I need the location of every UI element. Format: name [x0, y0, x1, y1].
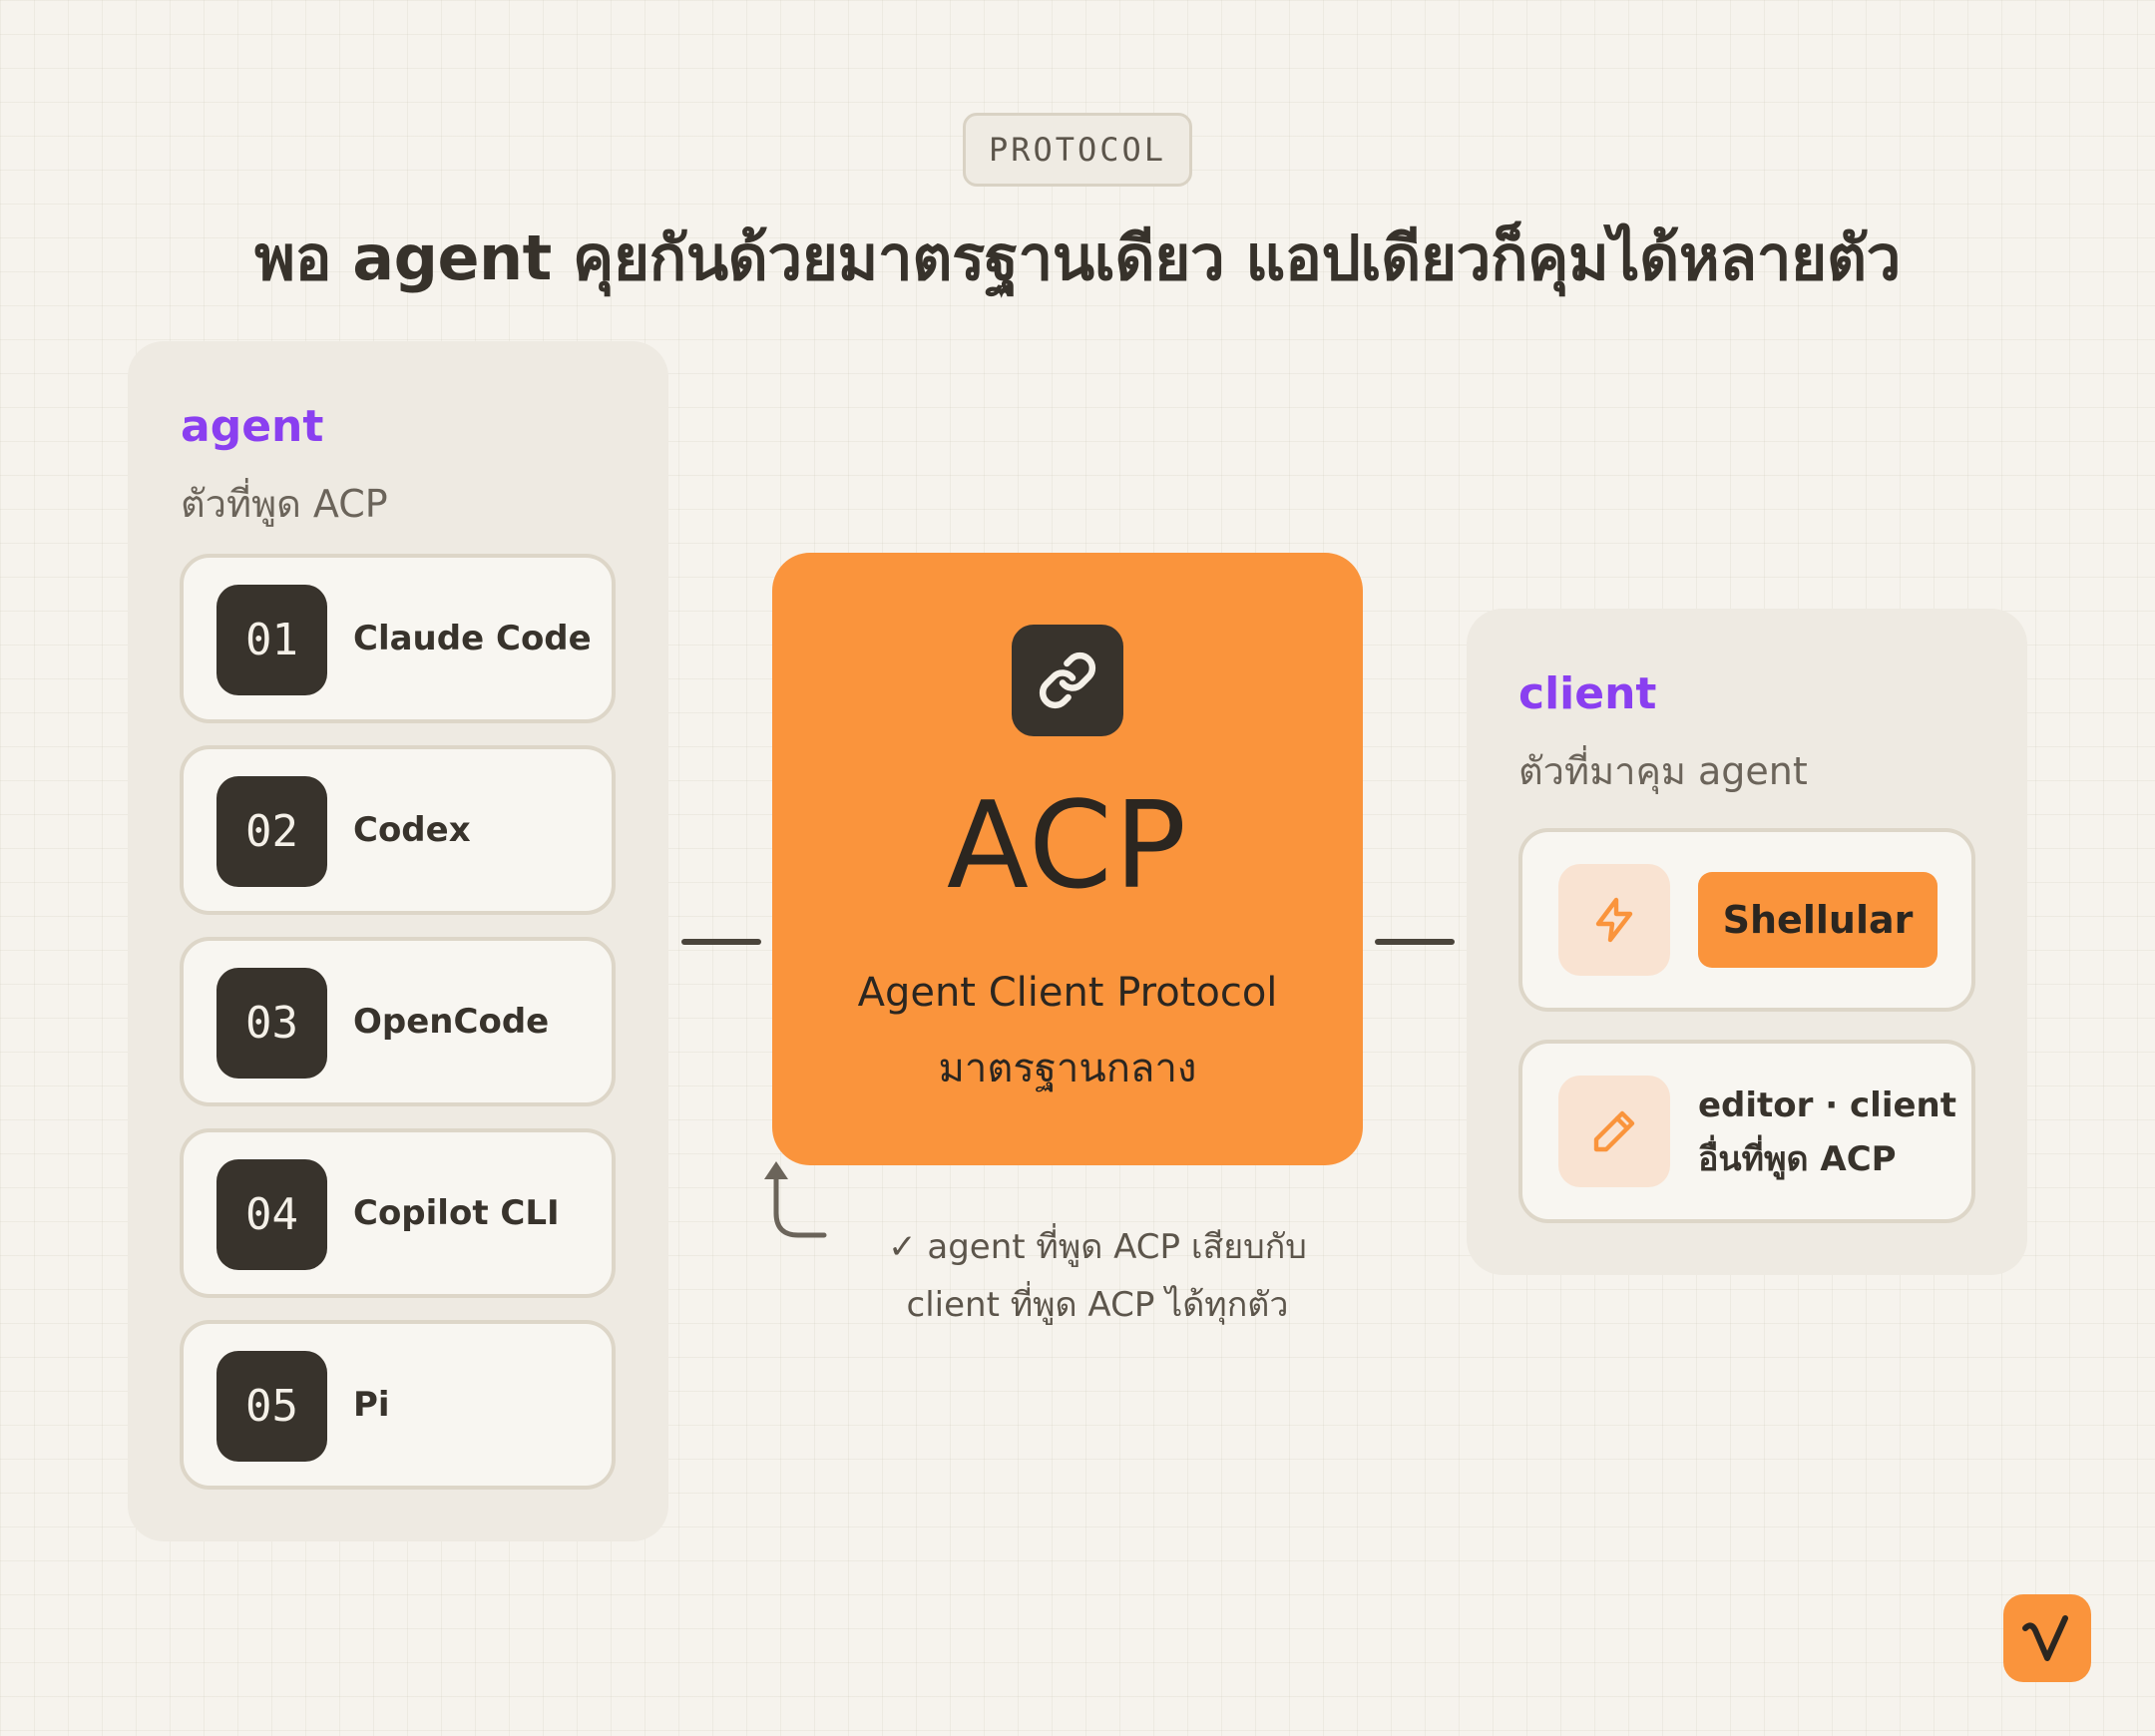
- pencil-icon: [1558, 1076, 1670, 1187]
- return-arrow-icon: [764, 1161, 827, 1238]
- client-card-other-editors[interactable]: editor · client อื่นที่พูด ACP: [1518, 1040, 1975, 1223]
- agent-panel-subtitle: ตัวที่พูด ACP: [181, 482, 388, 526]
- agent-name: Claude Code: [353, 619, 592, 658]
- agent-name: Pi: [353, 1385, 390, 1425]
- agent-number: 02: [216, 776, 327, 887]
- agent-panel-title: agent: [181, 401, 324, 452]
- agent-name: Copilot CLI: [353, 1193, 560, 1233]
- agent-card-opencode[interactable]: 03 OpenCode: [180, 937, 616, 1106]
- page-title: พอ agent คุยกันด้วยมาตรฐานเดียว แอปเดียว…: [254, 221, 1901, 294]
- agent-number: 04: [216, 1159, 327, 1270]
- link-icon: [1012, 625, 1123, 736]
- agent-name: Codex: [353, 810, 471, 850]
- shellular-button[interactable]: Shellular: [1698, 872, 1938, 968]
- agent-name: OpenCode: [353, 1002, 550, 1042]
- lightning-icon: [1558, 864, 1670, 976]
- acp-subtitle-thai: มาตรฐานกลาง: [938, 1046, 1197, 1091]
- client-panel-title: client: [1518, 668, 1657, 719]
- protocol-tag: PROTOCOL: [963, 113, 1192, 187]
- agent-card-codex[interactable]: 02 Codex: [180, 745, 616, 915]
- agent-card-pi[interactable]: 05 Pi: [180, 1320, 616, 1490]
- brand-logo: [2003, 1594, 2091, 1682]
- agent-card-claude-code[interactable]: 01 Claude Code: [180, 554, 616, 723]
- connector-right: [1375, 939, 1455, 945]
- connector-left: [681, 939, 761, 945]
- agent-card-copilot-cli[interactable]: 04 Copilot CLI: [180, 1128, 616, 1298]
- note-line-1: ✓ agent ที่พูด ACP เสียบกับ: [888, 1227, 1307, 1267]
- client-other-line-1: editor · client: [1698, 1085, 1957, 1125]
- agent-number: 05: [216, 1351, 327, 1462]
- agent-number: 01: [216, 585, 327, 695]
- acp-box: ACP Agent Client Protocol มาตรฐานกลาง: [772, 553, 1363, 1165]
- acp-subtitle: Agent Client Protocol: [857, 970, 1278, 1016]
- acp-title: ACP: [946, 777, 1189, 916]
- client-card-shellular[interactable]: Shellular: [1518, 828, 1975, 1012]
- client-other-line-2: อื่นที่พูด ACP: [1698, 1139, 1897, 1179]
- note-line-2: client ที่พูด ACP ได้ทุกตัว: [906, 1285, 1289, 1325]
- client-panel-subtitle: ตัวที่มาคุม agent: [1518, 749, 1808, 793]
- agent-number: 03: [216, 968, 327, 1079]
